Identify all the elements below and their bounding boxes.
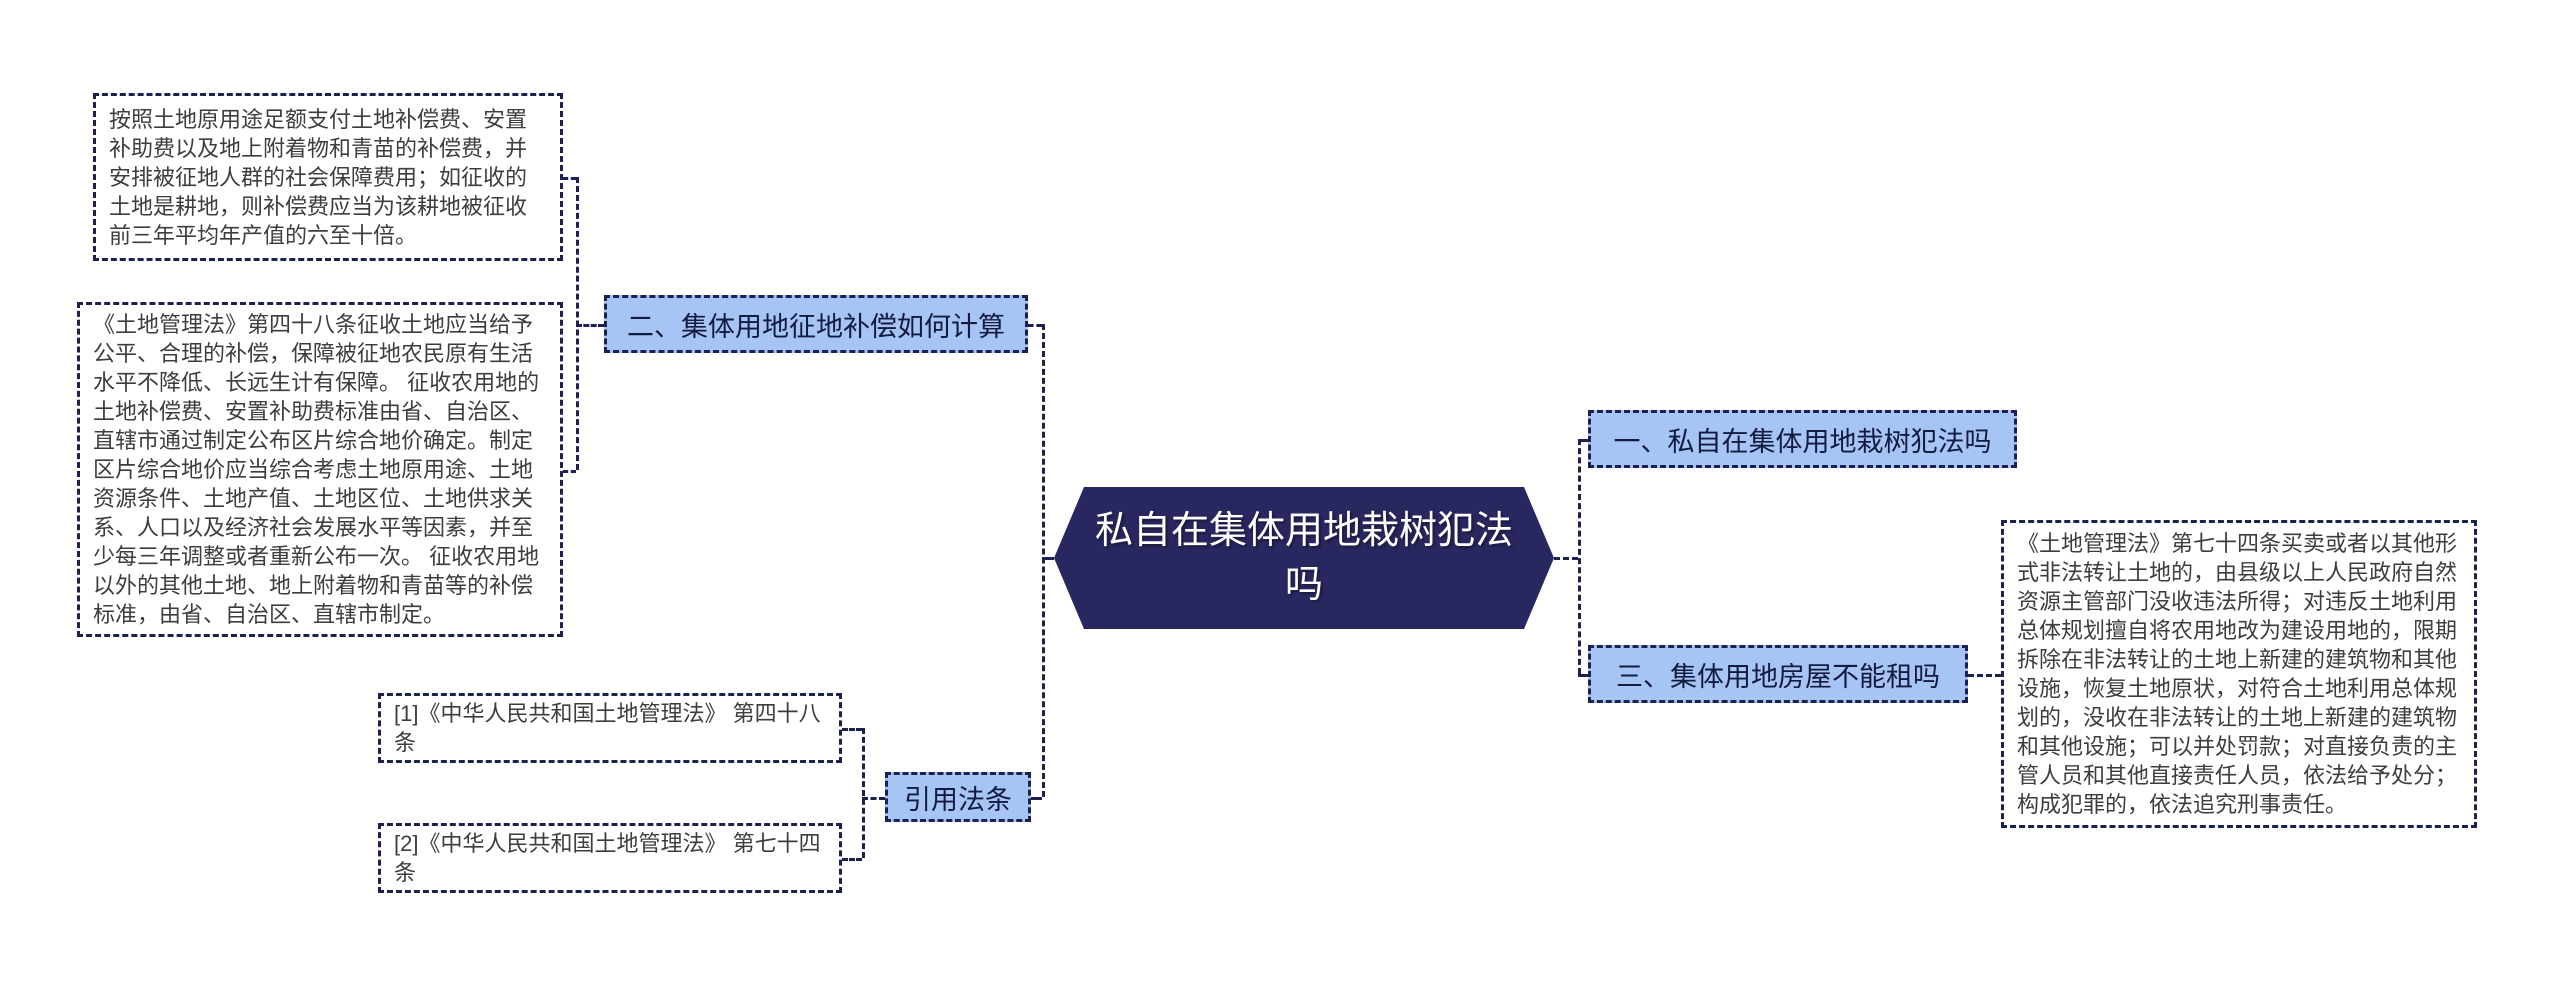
connector-topic3-to-note74 — [1968, 674, 2001, 677]
connector-right-trunk-vertical — [1578, 439, 1581, 674]
connector-cite-right-stub — [1031, 797, 1042, 800]
note-law-article-48[interactable]: 《土地管理法》第四十八条征收土地应当给予公平、合理的补偿，保障被征地农民原有生活… — [77, 302, 563, 637]
connector-note1-stub — [563, 177, 576, 180]
note-citation-2[interactable]: [2]《中华人民共和国土地管理法》 第七十四条 — [378, 823, 842, 893]
topic-node-house-rental[interactable]: 三、集体用地房屋不能租吗 — [1588, 645, 1968, 703]
connector-root-right-stub — [1554, 557, 1578, 560]
connector-cite-left-stub — [862, 797, 885, 800]
connector-left-subbranch-vertical — [576, 177, 579, 470]
connector-topic1-left-stub — [1578, 439, 1588, 442]
connector-root-left-stub — [1042, 557, 1054, 560]
note-law-article-74[interactable]: 《土地管理法》第七十四条买卖或者以其他形式非法转让土地的，由县级以上人民政府自然… — [2001, 520, 2477, 828]
root-node[interactable]: 私自在集体用地栽树犯法吗 — [1054, 487, 1554, 629]
topic-node-cited-statutes[interactable]: 引用法条 — [885, 772, 1031, 822]
connector-citation1-stub — [842, 728, 862, 731]
connector-left-trunk-vertical — [1042, 324, 1045, 797]
connector-cite-subbranch-vertical — [862, 728, 865, 858]
connector-topic3-left-stub — [1578, 674, 1588, 677]
topic-node-planting-trees-illegal[interactable]: 一、私自在集体用地栽树犯法吗 — [1588, 410, 2017, 468]
note-citation-1[interactable]: [1]《中华人民共和国土地管理法》 第四十八条 — [378, 693, 842, 763]
connector-topic2-left-stub — [576, 324, 604, 327]
connector-topic2-right-stub — [1028, 324, 1042, 327]
connector-note2-stub — [563, 470, 576, 473]
root-node-label: 私自在集体用地栽树犯法吗 — [1094, 510, 1513, 606]
note-compensation-payment[interactable]: 按照土地原用途足额支付土地补偿费、安置补助费以及地上附着物和青苗的补偿费，并安排… — [93, 93, 563, 261]
topic-node-compensation-calculation[interactable]: 二、集体用地征地补偿如何计算 — [604, 295, 1028, 353]
connector-citation2-stub — [842, 858, 862, 861]
